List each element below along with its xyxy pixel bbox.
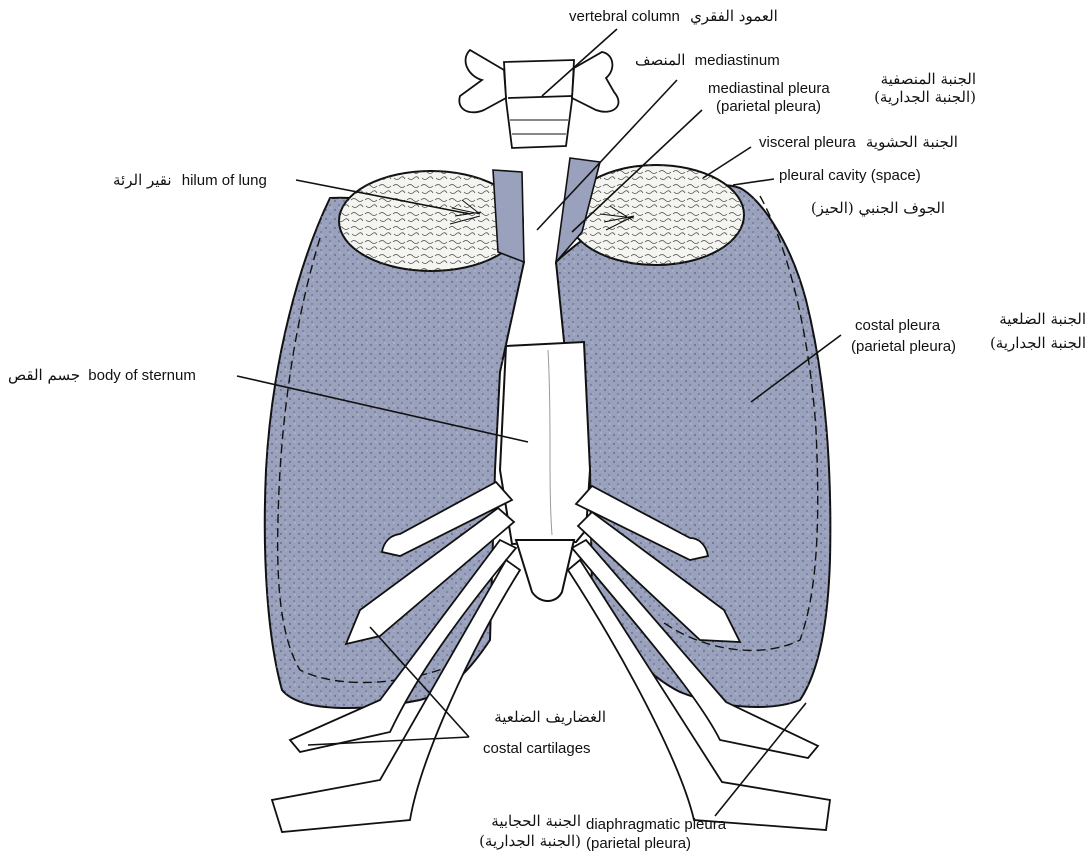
label-visceral-pleura: visceral pleura الجنبة الحشوية (759, 133, 958, 152)
label-mediastinum-en: mediastinum (695, 52, 780, 69)
vertebra (459, 50, 618, 148)
label-costal-pleura-ar1: الجنبة الضلعية (984, 310, 1086, 328)
label-pleural-cavity-ar: الجوف الجنبي (الحيز) (779, 199, 945, 217)
label-mediastinal-pleura: mediastinal pleura (parietal pleura) (708, 80, 830, 116)
label-hilum-ar: نقير الرئة (113, 171, 172, 189)
right-transverse-process (572, 52, 619, 112)
label-costal-pleura-arabic: الجنبة الضلعية الجنبة الجدارية) (984, 310, 1086, 352)
label-costal-cartilages-en: costal cartilages (483, 740, 591, 757)
label-mediastinal-pleura-ar2: (الجنبة الجدارية) (862, 88, 976, 106)
left-transverse-process (459, 50, 506, 112)
leader-visceral-pleura (703, 147, 751, 178)
label-mediastinal-pleura-en1: mediastinal pleura (708, 80, 830, 98)
label-costal-pleura-en1: costal pleura (855, 317, 956, 335)
sternum-body (500, 342, 590, 544)
label-hilum-en: hilum of lung (182, 172, 267, 189)
label-costal-pleura-en2: (parietal pleura) (851, 338, 956, 356)
left-mediastinal-pleura-band (493, 170, 524, 262)
label-vertebral-column-ar: العمود الفقري (690, 7, 778, 25)
label-sternum-en: body of sternum (88, 367, 196, 384)
label-mediastinal-pleura-arabic: الجنبة المنصفية (الجنبة الجدارية) (862, 70, 976, 106)
label-sternum: جسم القص body of sternum (8, 366, 196, 385)
label-diaphragmatic-pleura-en1: diaphragmatic pleura (586, 816, 726, 834)
label-diaphragmatic-pleura-en2: (parietal pleura) (586, 835, 726, 853)
leader-pleural-cavity (733, 179, 774, 185)
label-costal-pleura-ar2: الجنبة الجدارية) (984, 334, 1086, 352)
label-diaphragmatic-pleura-ar1: الجنبة الحجابية (457, 812, 581, 830)
label-pleural-cavity: pleural cavity (space) الجوف الجنبي (الح… (779, 167, 945, 217)
label-sternum-ar: جسم القص (8, 366, 80, 384)
label-costal-pleura: costal pleura (parietal pleura) (851, 317, 956, 356)
label-pleural-cavity-en: pleural cavity (space) (779, 167, 945, 185)
label-costal-cartilages-ar: الغضاريف الضلعية (494, 708, 606, 726)
label-visceral-pleura-ar: الجنبة الحشوية (866, 133, 958, 151)
label-diaphragmatic-pleura-ar2: (الجنبة الجدارية) (457, 832, 581, 850)
xiphoid-process (516, 540, 574, 601)
label-vertebral-column-en: vertebral column (569, 8, 680, 25)
label-mediastinal-pleura-ar1: الجنبة المنصفية (862, 70, 976, 88)
label-hilum: نقير الرئة hilum of lung (113, 171, 267, 190)
label-visceral-pleura-en: visceral pleura (759, 134, 856, 151)
label-vertebral-column: vertebral column العمود الفقري (569, 7, 778, 26)
label-diaphragmatic-pleura: diaphragmatic pleura (parietal pleura) (586, 816, 726, 853)
vertebral-body (504, 60, 574, 148)
label-diaphragmatic-pleura-arabic: الجنبة الحجابية (الجنبة الجدارية) (457, 812, 581, 850)
label-costal-cartilages: costal cartilages (483, 740, 591, 758)
label-mediastinum: المنصف mediastinum (635, 51, 780, 70)
label-mediastinal-pleura-en2: (parietal pleura) (716, 98, 830, 116)
label-costal-cartilages-arabic: الغضاريف الضلعية (474, 708, 606, 727)
label-mediastinum-ar: المنصف (635, 51, 685, 69)
